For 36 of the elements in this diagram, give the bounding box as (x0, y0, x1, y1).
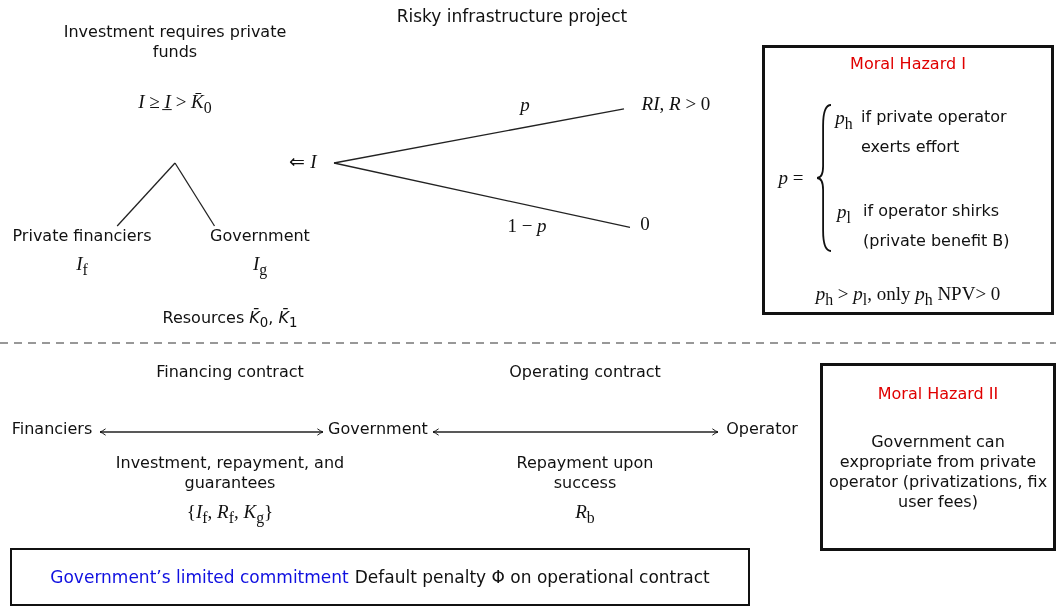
node-label: Financiers (10, 419, 94, 439)
connector-line (174, 162, 216, 227)
formula: I$_{g}$ (251, 252, 269, 280)
node-heading: Investment requires private funds (62, 22, 288, 62)
node-label: Government (209, 226, 311, 246)
info-box (820, 363, 1056, 551)
formula: I ≥ I̲ > K̄$_{0}$ (137, 90, 213, 118)
node-label: Government (327, 419, 429, 439)
box-heading: Government’s limited commitment (50, 567, 349, 587)
condition-text: if operator shirks (private benefit B) (863, 200, 1011, 253)
formula: RI, R > 0 (640, 92, 712, 116)
title: Risky infrastructure project (395, 6, 629, 28)
connector-line (333, 162, 631, 229)
formula: 0 (639, 212, 651, 236)
connector-line (333, 108, 625, 164)
annotation-text: Repayment upon success (515, 453, 655, 493)
note-box (10, 548, 750, 606)
box-heading: Moral Hazard I (849, 54, 967, 74)
connector-line (116, 162, 176, 227)
formula: p$_{l}$ (835, 200, 852, 228)
node-label: Operator (725, 419, 799, 439)
box-text: Government can expropriate from private operator (privatizations, fix user fees) (827, 432, 1049, 512)
formula: R$_{b}$ (574, 500, 596, 528)
node-label: Private financiers (11, 226, 153, 246)
formula: p$_{h}$ (833, 106, 854, 134)
annotation-text: Investment, repayment, and guarantees (114, 453, 346, 493)
formula: p$_{h}$ > p$_{l}$, only p$_{h}$ NPV> 0 (813, 282, 1002, 310)
formula: p = (776, 166, 805, 190)
formula: {I$_{f}$, R$_{f}$, K$_{g}$} (185, 500, 275, 528)
box-heading: Moral Hazard II (876, 384, 1000, 404)
formula-label: Resources K̄$_{0}$, K̄$_{1}$ (161, 308, 299, 332)
formula: I$_{f}$ (75, 252, 89, 280)
formula: ⇐ I (288, 150, 318, 174)
info-box (762, 45, 1054, 315)
box-text: Default penalty Φ on operational contract (354, 567, 710, 587)
condition-text: if private operator exerts effort (861, 106, 1008, 159)
